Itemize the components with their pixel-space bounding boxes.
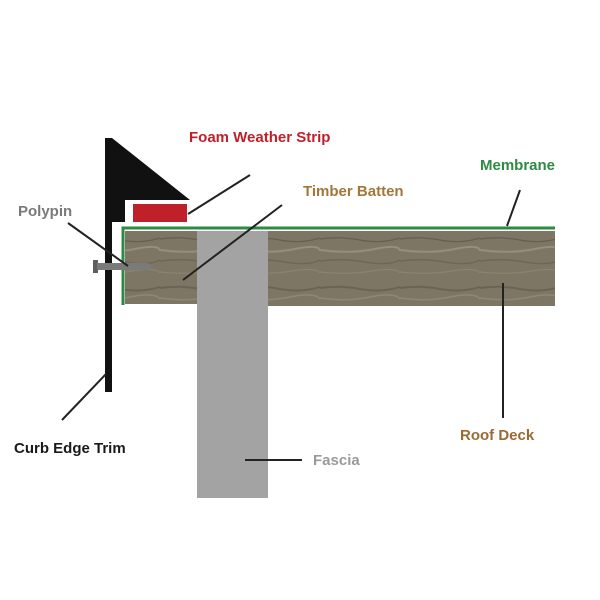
fascia-label: Fascia xyxy=(313,452,360,469)
curb-edge-trim-label: Curb Edge Trim xyxy=(14,440,126,457)
timber-batten-leader xyxy=(182,204,283,281)
foam-weather-strip-leader xyxy=(187,174,251,215)
roof-deck xyxy=(268,231,555,306)
timber-batten-label: Timber Batten xyxy=(303,183,404,200)
membrane-layer xyxy=(121,226,555,305)
membrane-label: Membrane xyxy=(480,157,555,174)
roof-deck-label: Roof Deck xyxy=(460,427,535,444)
foam-weather-strip-label: Foam Weather Strip xyxy=(189,129,330,146)
curb-edge-trim xyxy=(105,138,190,392)
foam-weather-strip xyxy=(133,204,187,222)
membrane-leader xyxy=(506,189,521,227)
fascia xyxy=(197,231,268,498)
polypin-leader xyxy=(67,222,129,267)
polypin xyxy=(93,260,153,273)
polypin-label: Polypin xyxy=(18,203,72,220)
curb-edge-trim-leader xyxy=(61,373,107,421)
